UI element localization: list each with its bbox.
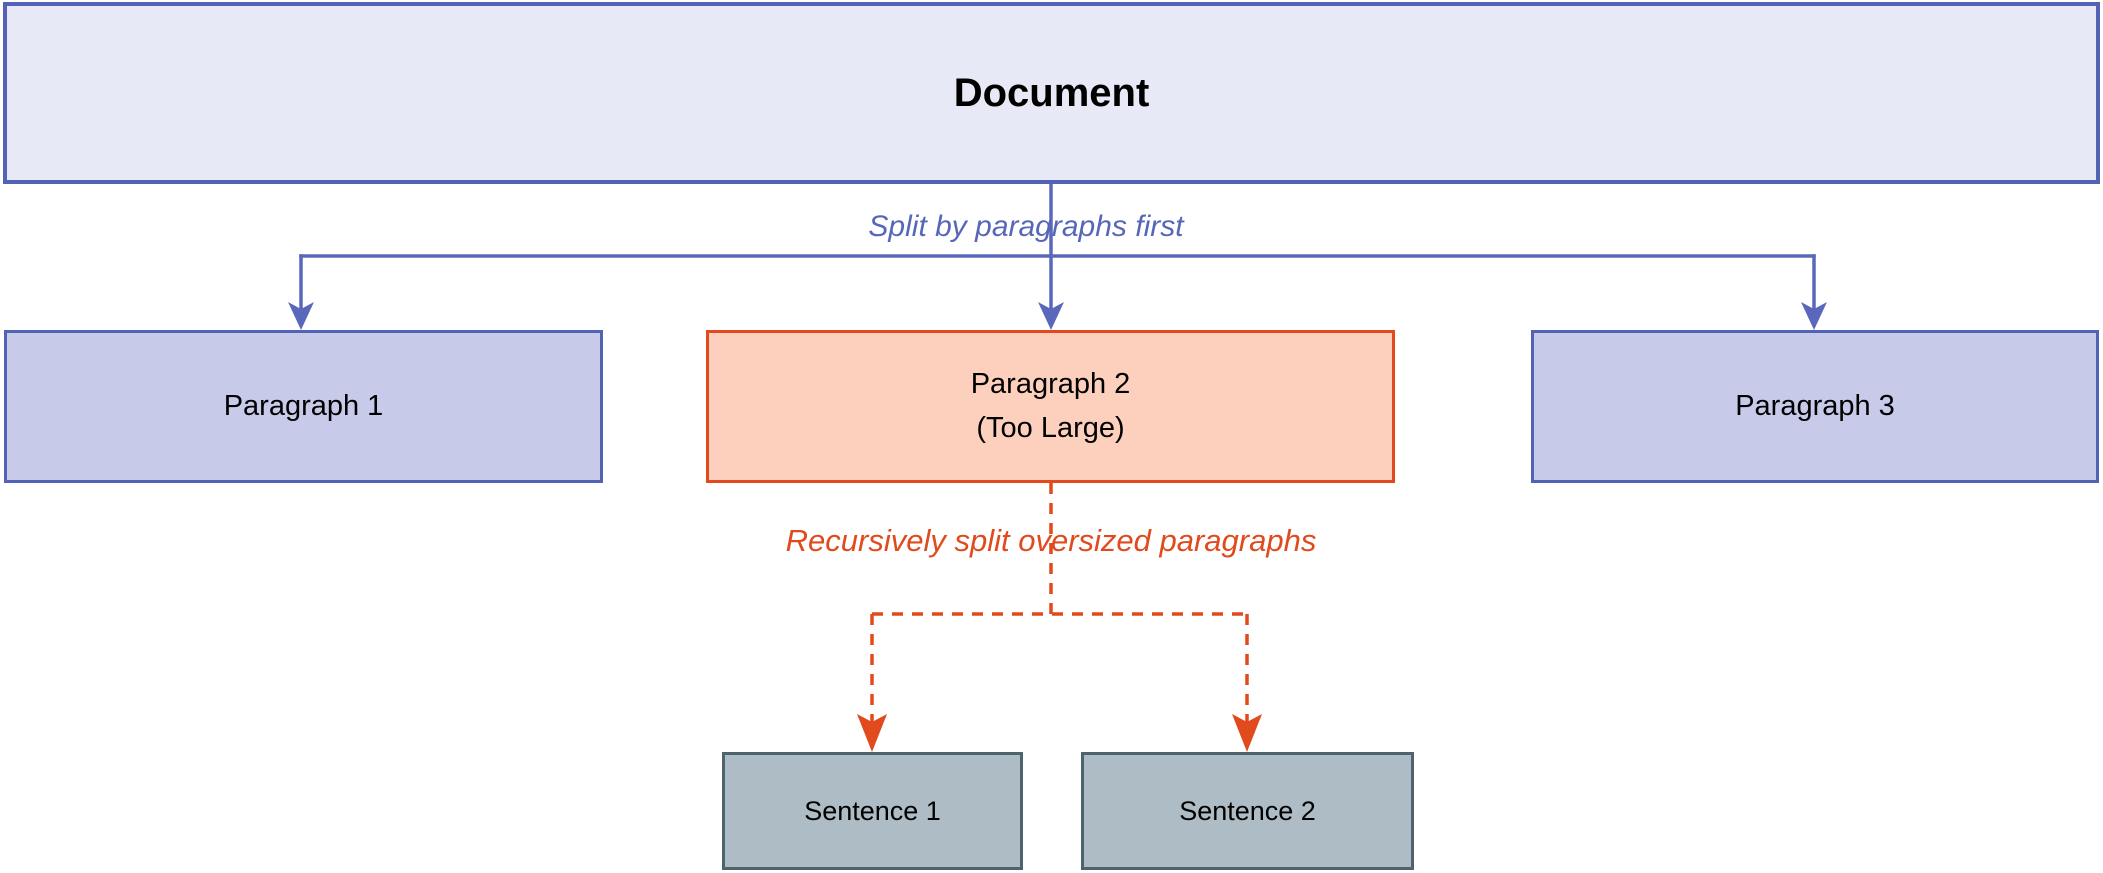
node-paragraph-3: Paragraph 3 [1531,330,2099,483]
arrowhead-paragraph2-icon [1038,302,1064,330]
node-paragraph-2-label-line1: Paragraph 2 [970,368,1131,400]
arrowhead-paragraph1-icon [288,302,314,330]
node-sentence-2-label: Sentence 2 [1179,795,1316,826]
node-document: Document [3,2,2100,184]
node-paragraph-3-label: Paragraph 3 [1735,389,1895,422]
node-document-label: Document [953,71,1150,115]
node-paragraph-1-label: Paragraph 1 [223,389,384,422]
arrowhead-sentence1-icon [857,714,887,752]
node-sentence-1-label: Sentence 1 [804,795,941,826]
arrowhead-sentence2-icon [1232,714,1262,752]
node-paragraph-1: Paragraph 1 [4,330,603,483]
node-sentence-1: Sentence 1 [722,752,1023,870]
node-paragraph-2-label-line2: (Too Large) [976,411,1125,444]
blue-edges [288,182,1827,330]
node-sentence-2: Sentence 2 [1081,752,1414,870]
arrowhead-paragraph3-icon [1801,302,1827,330]
edge-label-split-by-paragraphs: Split by paragraphs first [868,210,1184,243]
orange-dashed-edges [857,483,1262,752]
edge-label-recursively-split: Recursively split oversized paragraphs [785,523,1317,558]
node-paragraph-2-too-large: Paragraph 2 (Too Large) [706,330,1395,483]
